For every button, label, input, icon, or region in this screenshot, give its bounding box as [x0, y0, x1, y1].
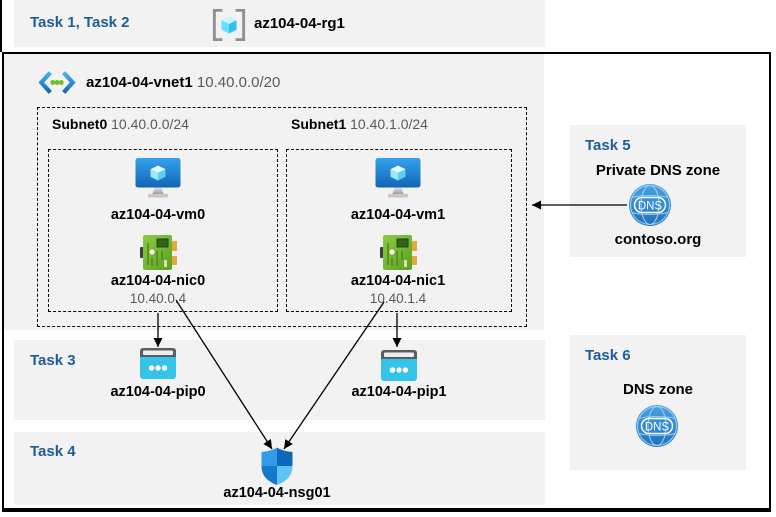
dns-zone-title: DNS zone — [622, 381, 693, 398]
vnet-name: az104-04-vnet1 — [86, 74, 193, 91]
tasks-1-2-label: Task 1, Task 2 — [30, 14, 130, 31]
pip0-icon — [140, 348, 176, 379]
nic1-icon — [380, 234, 418, 271]
vnet-title: az104-04-vnet1 10.40.0.0/20 — [86, 74, 280, 91]
subnet0-cidr: 10.40.0.0/24 — [111, 116, 189, 132]
subnet1-box — [286, 149, 512, 312]
header-strip: Task 1, Task 2 — [14, 0, 545, 47]
nic0-icon — [140, 234, 178, 271]
task3-label: Task 3 — [30, 352, 76, 369]
resource-group-boundary — [2, 52, 771, 512]
left-border-segment — [0, 0, 2, 52]
vnet-box — [4, 54, 544, 330]
nic1-label: az104-04-nic1 — [350, 273, 446, 289]
nic0-label: az104-04-nic0 — [110, 273, 206, 289]
task5-label: Task 5 — [585, 137, 631, 154]
nsg-label: az104-04-nsg01 — [223, 485, 331, 501]
task6-box: Task 6 DNS zone DNS — [570, 335, 746, 470]
task3-box: Task 3 az104-04-pip0 az104-04-pip1 — [14, 340, 545, 420]
vm1-icon — [375, 158, 421, 200]
subnet0-name: Subnet0 — [52, 116, 108, 132]
resource-group-icon — [212, 7, 246, 43]
nic1-ip: 10.40.1.4 — [369, 291, 427, 306]
subnet0-box — [48, 149, 278, 312]
private-dns-icon-text: DNS — [638, 201, 663, 213]
resource-group-name: az104-04-rg1 — [254, 15, 345, 32]
subnet1-name: Subnet1 — [291, 116, 347, 132]
vm0-icon — [135, 158, 181, 200]
subnet0-title: Subnet0 10.40.0.0/24 — [52, 116, 189, 132]
subnet1-title: Subnet1 10.40.1.0/24 — [291, 116, 428, 132]
private-dns-zone-title: Private DNS zone — [595, 162, 721, 179]
dns-zone-icon-text: DNS — [645, 422, 670, 434]
subnets-container — [37, 107, 527, 327]
task4-label: Task 4 — [30, 443, 76, 460]
nsg-shield-icon — [259, 447, 295, 485]
pip1-icon — [381, 350, 417, 381]
vnet-cidr: 10.40.0.0/20 — [196, 74, 281, 91]
task5-box: Task 5 Private DNS zone DNS contoso.org — [570, 125, 746, 257]
task4-box: Task 4 az104-04-nsg01 — [14, 432, 545, 505]
private-dns-zone-icon: DNS — [628, 183, 672, 227]
vm1-label: az104-04-vm1 — [350, 207, 446, 223]
task6-label: Task 6 — [585, 347, 631, 364]
virtual-network-icon — [38, 69, 76, 96]
private-dns-zone-name: contoso.org — [614, 231, 702, 248]
subnet1-cidr: 10.40.1.0/24 — [350, 116, 428, 132]
pip0-label: az104-04-pip0 — [110, 384, 206, 400]
pip1-label: az104-04-pip1 — [351, 384, 447, 400]
dns-zone-icon: DNS — [635, 404, 679, 448]
nic0-ip: 10.40.0.4 — [129, 291, 187, 306]
vm0-label: az104-04-vm0 — [110, 207, 206, 223]
